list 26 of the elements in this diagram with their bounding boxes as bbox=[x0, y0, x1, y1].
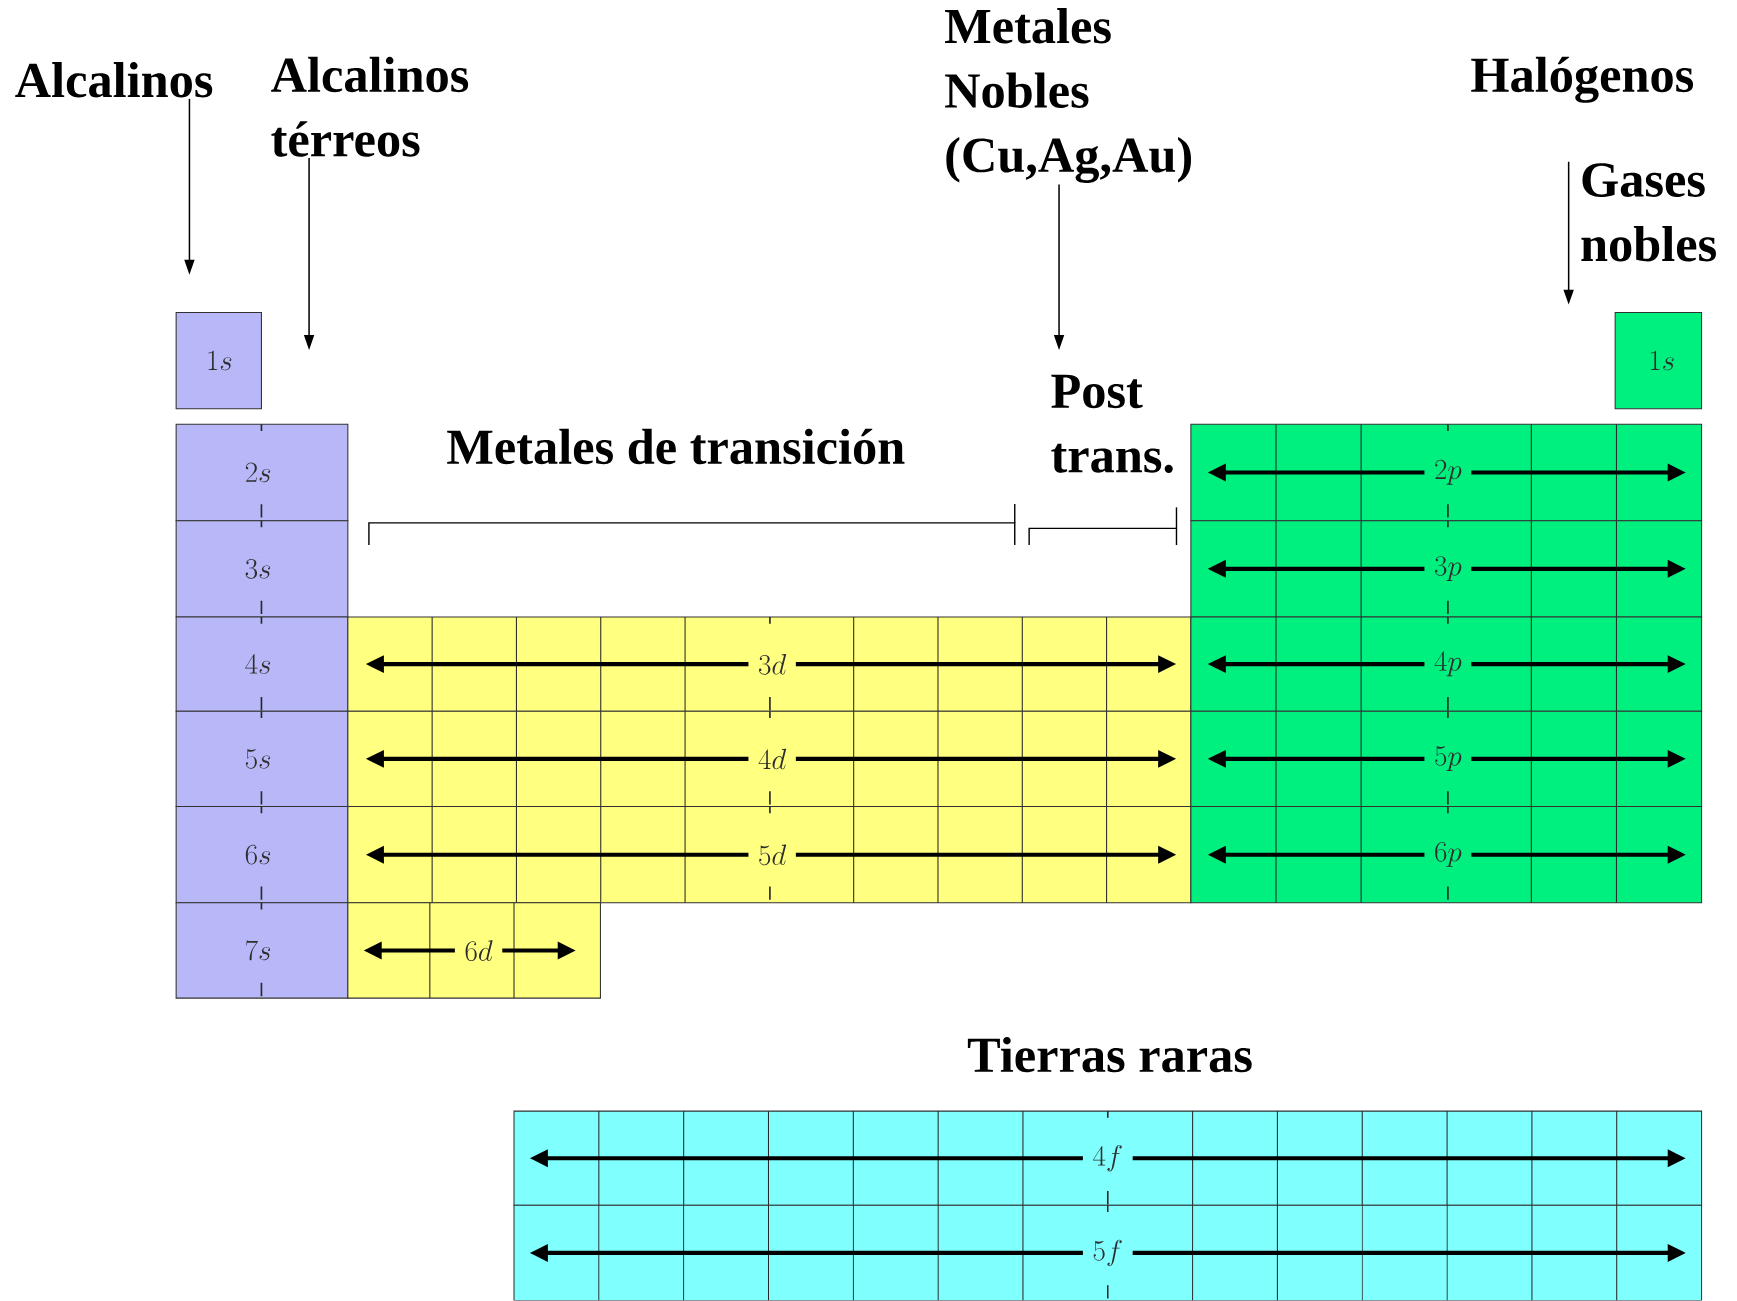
orbital-cell: $6d$ bbox=[347, 902, 601, 999]
orbital-cell: $5s$ bbox=[175, 710, 349, 808]
orbital-cell: $6p$ bbox=[1190, 805, 1703, 904]
group-label: Metales de transición bbox=[447, 428, 905, 465]
group-label: Post trans. bbox=[1051, 375, 1173, 474]
orbital-cell: $3d$ bbox=[347, 616, 1192, 713]
group-label: Alcalinos bbox=[15, 62, 213, 98]
group-label: Alcalinos térreos bbox=[271, 57, 469, 157]
orbital-cell: $3p$ bbox=[1190, 520, 1703, 619]
orbital-cell: $7s$ bbox=[175, 902, 349, 1000]
group-label: Tierras raras bbox=[967, 1037, 1252, 1073]
group-label: Halógenos bbox=[1471, 56, 1694, 104]
group-label: Metales Nobles (Cu,Ag,Au) bbox=[945, 8, 1191, 184]
orbital-cell: $4p$ bbox=[1190, 616, 1703, 713]
orbital-cell: $6s$ bbox=[175, 805, 349, 904]
orbital-cell: $3s$ bbox=[175, 520, 349, 619]
orbital-cell: $1s$ bbox=[175, 312, 262, 410]
orbital-cell: $2s$ bbox=[175, 423, 349, 522]
orbital-cell: $5f$ bbox=[513, 1204, 1703, 1301]
orbital-cell: $4d$ bbox=[347, 710, 1192, 808]
orbital-cell: $2p$ bbox=[1190, 423, 1703, 522]
orbital-cell: $1s$ bbox=[1614, 312, 1703, 410]
group-label: Gases nobles bbox=[1581, 163, 1716, 262]
orbital-cell: $4f$ bbox=[513, 1110, 1703, 1207]
orbital-cell: $4s$ bbox=[175, 616, 349, 713]
orbital-cell: $5p$ bbox=[1190, 710, 1703, 808]
